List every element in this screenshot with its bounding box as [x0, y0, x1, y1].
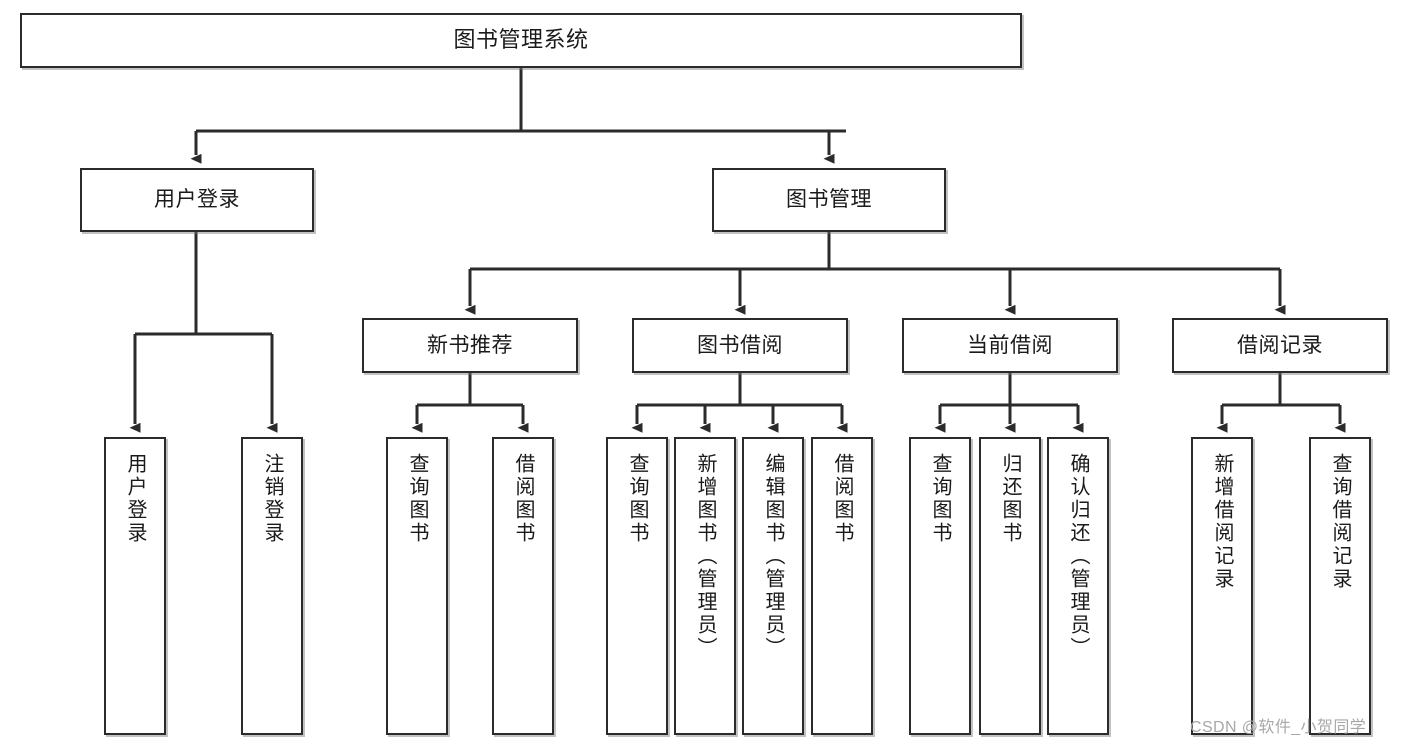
- node-label: 新增图书（管理员）: [694, 453, 716, 660]
- leaf-borrow-book-borrow[interactable]: 借阅图书: [811, 437, 873, 735]
- leaf-edit-book-admin[interactable]: 编辑图书（管理员）: [742, 437, 804, 735]
- node-label: 查询图书: [626, 453, 648, 545]
- leaf-add-book-admin[interactable]: 新增图书（管理员）: [674, 437, 736, 735]
- node-label: 图书管理: [786, 188, 872, 212]
- node-label: 查询借阅记录: [1329, 453, 1351, 591]
- node-label: 新书推荐: [427, 333, 513, 357]
- node-current-borrow[interactable]: 当前借阅: [902, 318, 1118, 373]
- node-label: 查询图书: [406, 453, 428, 545]
- node-label: 用户登录: [124, 453, 146, 545]
- node-label: 确认归还（管理员）: [1067, 453, 1089, 660]
- node-label: 注销登录: [261, 453, 283, 545]
- node-label: 图书管理系统: [453, 27, 589, 53]
- leaf-confirm-return-admin[interactable]: 确认归还（管理员）: [1047, 437, 1109, 735]
- leaf-user-login[interactable]: 用户登录: [104, 437, 166, 735]
- node-label: 当前借阅: [967, 333, 1053, 357]
- leaf-return-book[interactable]: 归还图书: [979, 437, 1041, 735]
- node-label: 用户登录: [154, 188, 240, 212]
- node-book-management[interactable]: 图书管理: [712, 168, 946, 232]
- leaf-query-book-newbook[interactable]: 查询图书: [386, 437, 448, 735]
- node-label: 借阅图书: [512, 453, 534, 545]
- leaf-add-borrow-record[interactable]: 新增借阅记录: [1191, 437, 1253, 735]
- leaf-query-book-current[interactable]: 查询图书: [909, 437, 971, 735]
- node-root-book-management-system[interactable]: 图书管理系统: [20, 13, 1022, 68]
- watermark-csdn: CSDN @软件_小贺同学: [1190, 719, 1367, 736]
- leaf-logout[interactable]: 注销登录: [241, 437, 303, 735]
- node-user-login[interactable]: 用户登录: [80, 168, 314, 232]
- node-book-borrow[interactable]: 图书借阅: [632, 318, 848, 373]
- node-label: 新增借阅记录: [1211, 453, 1233, 591]
- node-new-book-recommend[interactable]: 新书推荐: [362, 318, 578, 373]
- node-borrow-record[interactable]: 借阅记录: [1172, 318, 1388, 373]
- node-label: 借阅图书: [831, 453, 853, 545]
- leaf-query-borrow-record[interactable]: 查询借阅记录: [1309, 437, 1371, 735]
- leaf-borrow-book-newbook[interactable]: 借阅图书: [492, 437, 554, 735]
- node-label: 查询图书: [929, 453, 951, 545]
- node-label: 借阅记录: [1237, 333, 1323, 357]
- node-label: 图书借阅: [697, 333, 783, 357]
- node-label: 归还图书: [999, 453, 1021, 545]
- node-label: 编辑图书（管理员）: [762, 453, 784, 660]
- leaf-query-book-borrow[interactable]: 查询图书: [606, 437, 668, 735]
